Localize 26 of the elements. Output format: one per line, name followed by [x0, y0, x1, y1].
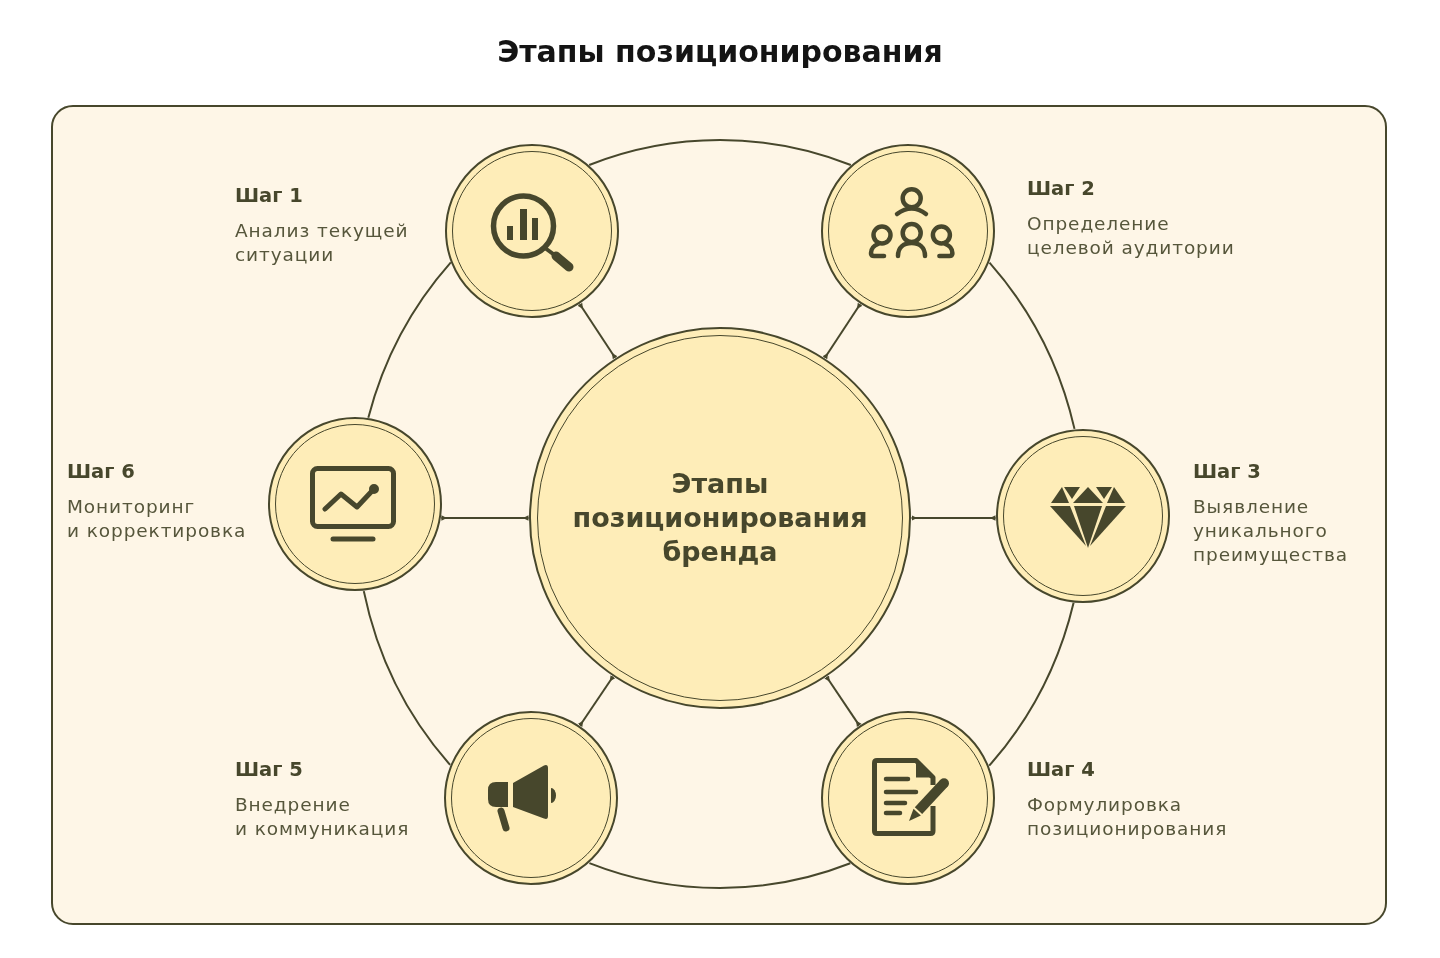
step-label: Шаг 1: [235, 183, 303, 208]
step-description: Определение целевой аудитории: [1027, 212, 1235, 260]
step-description: Мониторинг и корректировка: [67, 495, 247, 543]
step-label: Шаг 5: [235, 757, 303, 782]
hub-title: Этапы позиционирования бренда: [571, 467, 869, 569]
step-label: Шаг 4: [1027, 757, 1095, 782]
step-label: Шаг 2: [1027, 176, 1095, 201]
step-label: Шаг 6: [67, 459, 135, 484]
connector-line: [440, 515, 530, 521]
ring-arc: [988, 261, 1076, 430]
diagram-title: Этапы позиционирования: [497, 34, 943, 70]
connector-line: [577, 302, 618, 360]
ring-arc: [588, 139, 852, 166]
ring-arc: [588, 862, 852, 889]
step-description: Анализ текущей ситуации: [235, 219, 409, 267]
step-description: Формулировка позиционирования: [1027, 793, 1228, 841]
step-label: Шаг 3: [1193, 459, 1261, 484]
ring-arc: [362, 590, 452, 766]
ring-arc: [988, 601, 1075, 767]
connector-line: [822, 302, 863, 360]
step-description: Внедрение и коммуникация: [235, 793, 410, 841]
step-description: Выявление уникального преимущества: [1193, 495, 1348, 567]
connector-line: [577, 675, 616, 728]
connector-line: [910, 515, 997, 521]
ring-arc: [367, 261, 452, 419]
connector-line: [824, 675, 862, 727]
